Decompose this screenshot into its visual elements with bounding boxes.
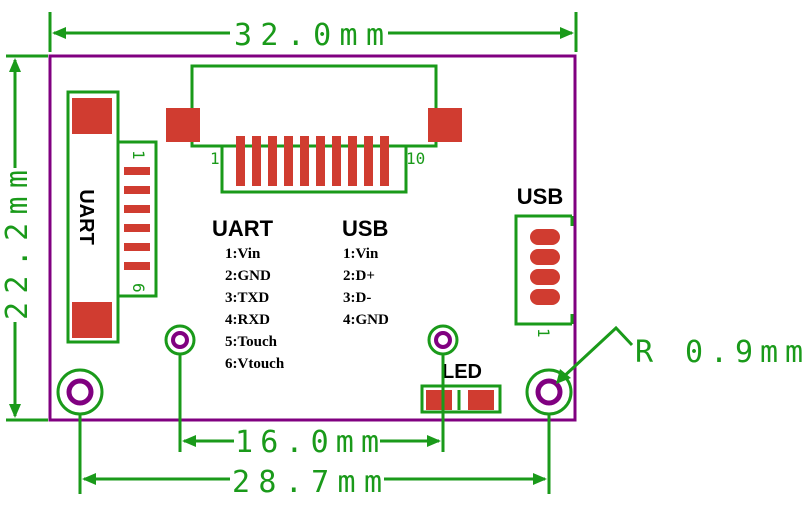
led-label: LED <box>442 361 482 383</box>
height-dimension <box>6 54 48 422</box>
fpc-pin-1-label: 1 <box>210 149 220 168</box>
height-dimension-label: 22.2mm <box>0 170 35 320</box>
uart-pin-row: 2:GND <box>225 268 271 284</box>
uart-pin-row: 4:RXD <box>225 312 270 328</box>
board-outline <box>48 54 577 422</box>
outer-hole-dimension <box>78 415 551 494</box>
inner-hole-dimension <box>178 355 445 452</box>
uart-connector <box>66 90 158 344</box>
uart-pin-row: 5:Touch <box>225 334 278 350</box>
usb-pin-1-label: 1 <box>534 328 553 338</box>
uart-pin-6-label: 6 <box>129 283 148 293</box>
fpc-mount-pad-right <box>428 108 462 142</box>
uart-pin-table-title: UART <box>212 216 274 241</box>
fpc-connector <box>166 64 462 194</box>
mounting-hole-inner-left <box>164 324 196 356</box>
mounting-hole-inner-right <box>427 324 459 356</box>
usb-pin-table-title: USB <box>342 216 388 241</box>
width-dimension <box>48 12 578 52</box>
usb-pin-row: 1:Vin <box>343 246 379 262</box>
usb-pin-table: 1:Vin 2:D+ 3:D- 4:GND <box>343 246 389 328</box>
usb-connector-label: USB <box>517 184 563 209</box>
usb-pin-pads <box>530 229 560 305</box>
width-dimension-label: 32.0mm <box>234 18 384 53</box>
fpc-mount-pad-left <box>166 108 200 142</box>
usb-pin-row: 2:D+ <box>343 268 375 284</box>
mounting-hole-outer-left <box>56 368 104 416</box>
inner-hole-dimension-label: 16.0mm <box>235 425 379 460</box>
usb-connector <box>514 214 574 326</box>
usb-pin-row: 3:D- <box>343 290 371 306</box>
uart-mount-pad-bottom <box>72 302 112 338</box>
uart-pin-table: 1:Vin 2:GND 3:TXD 4:RXD 5:Touch 6:Vtouch <box>225 246 285 372</box>
uart-connector-label: UART <box>75 189 97 245</box>
led-footprint <box>420 384 502 414</box>
uart-pin-row: 3:TXD <box>225 290 269 306</box>
uart-pin-row: 6:Vtouch <box>225 356 285 372</box>
radius-callout <box>556 325 634 384</box>
fpc-pin-pads <box>236 136 389 186</box>
uart-pin-1-label: 1 <box>129 150 148 160</box>
radius-label: R 0.9mm <box>635 335 803 370</box>
usb-pin-row: 4:GND <box>343 312 389 328</box>
uart-mount-pad-top <box>72 98 112 134</box>
mounting-hole-outer-right <box>525 368 573 416</box>
fpc-pin-10-label: 10 <box>406 149 425 168</box>
uart-pin-pads <box>124 167 150 270</box>
outer-hole-dimension-label: 28.7mm <box>232 465 382 500</box>
uart-pin-row: 1:Vin <box>225 246 261 262</box>
